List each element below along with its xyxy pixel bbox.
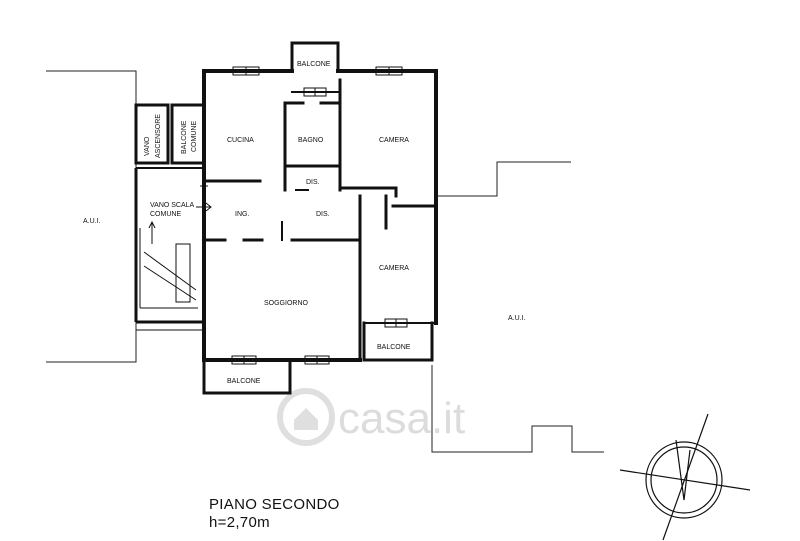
label-aui-left: A.U.I. xyxy=(83,218,101,225)
label-dis-small: DIS. xyxy=(306,179,320,186)
label-soggiorno: SOGGIORNO xyxy=(264,300,309,307)
label-ing: ING. xyxy=(235,211,249,218)
label-cucina: CUCINA xyxy=(227,137,254,144)
label-balcone-right: BALCONE xyxy=(377,344,411,351)
label-balcone-top: BALCONE xyxy=(297,61,331,68)
label-balcone-comune-2: COMUNE xyxy=(191,121,198,152)
label-vano-scala-2: COMUNE xyxy=(150,211,181,218)
label-aui-right: A.U.I. xyxy=(508,315,526,322)
label-vano-scala-1: VANO SCALA xyxy=(150,202,195,209)
label-vano-asc-1: VANO xyxy=(144,136,151,156)
watermark-text: casa.it xyxy=(338,394,465,443)
floor-title: PIANO SECONDO xyxy=(209,496,340,513)
label-balcone-comune-1: BALCONE xyxy=(181,120,188,154)
watermark: casa.it xyxy=(277,388,465,446)
label-camera-top: CAMERA xyxy=(379,137,409,144)
label-vano-asc-2: ASCENSORE xyxy=(155,114,162,158)
label-balcone-bottom: BALCONE xyxy=(227,378,261,385)
floor-height: h=2,70m xyxy=(209,514,270,531)
stair-block xyxy=(134,103,212,331)
label-dis: DIS. xyxy=(316,211,330,218)
label-camera-right: CAMERA xyxy=(379,265,409,272)
compass-icon xyxy=(619,413,751,541)
label-bagno: BAGNO xyxy=(298,137,324,144)
apartment-walls xyxy=(202,41,438,395)
windows xyxy=(200,66,408,365)
neighbour-outline xyxy=(46,70,604,453)
